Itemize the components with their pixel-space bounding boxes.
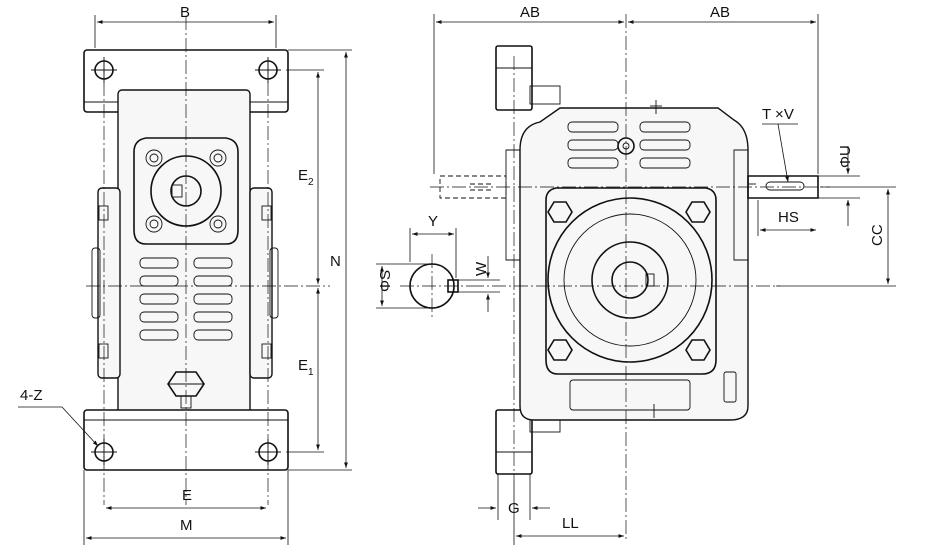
label-ll: LL [562,515,579,532]
output-bore [611,261,649,299]
label-t-v: T ×V [762,106,794,123]
shaft-key-detail: Y W ΦS [376,213,500,318]
label-y: Y [428,213,438,230]
label-hs: HS [778,209,799,226]
flange-outer-circle [547,197,713,363]
front-view: B N E2 E1 4-Z E M [18,4,352,545]
label-ab-left: AB [520,4,540,21]
right-side-boss [249,187,273,379]
flange-bolts [547,201,711,361]
label-m: M [180,517,193,534]
input-shaft-hidden [439,175,507,199]
label-w: W [473,261,490,276]
label-b: B [180,4,190,21]
label-e2: E2 [298,167,314,188]
cooling-fins [139,257,233,341]
label-n: N [330,253,341,270]
label-four-z: 4-Z [20,387,43,404]
left-side-boss [97,187,121,379]
label-ab-right: AB [710,4,730,21]
label-phi-s: ΦS [377,270,394,292]
label-phi-u: ΦU [837,145,854,168]
label-e: E [182,487,192,504]
side-view: AB AB T ×V ΦU HS CC G LL [430,4,896,545]
label-e1: E1 [298,357,314,378]
output-flange [545,187,717,375]
label-cc: CC [869,224,886,246]
